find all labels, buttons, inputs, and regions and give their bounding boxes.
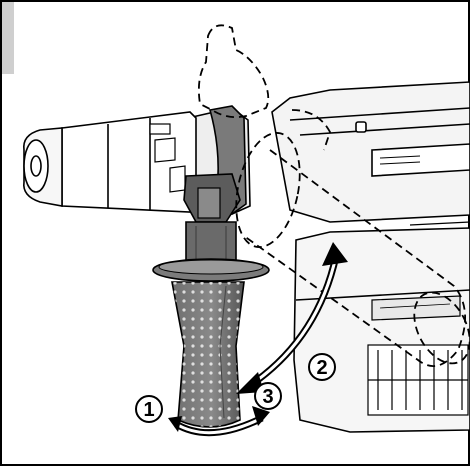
hammer-body [271,81,470,433]
side-handle [152,173,270,428]
step-callout-3: 3 [254,382,282,410]
alternate-handle-outline-top [197,24,270,119]
step-number-2: 2 [316,357,327,379]
rotation-arrow-step-3 [168,406,270,437]
step-number-3: 3 [262,386,273,408]
alternate-handle-outline-horizontal [235,109,470,367]
corner-tab [2,2,14,74]
step-number-1: 1 [143,399,154,421]
step-callout-1: 1 [135,395,163,423]
step-callout-2: 2 [308,353,336,381]
